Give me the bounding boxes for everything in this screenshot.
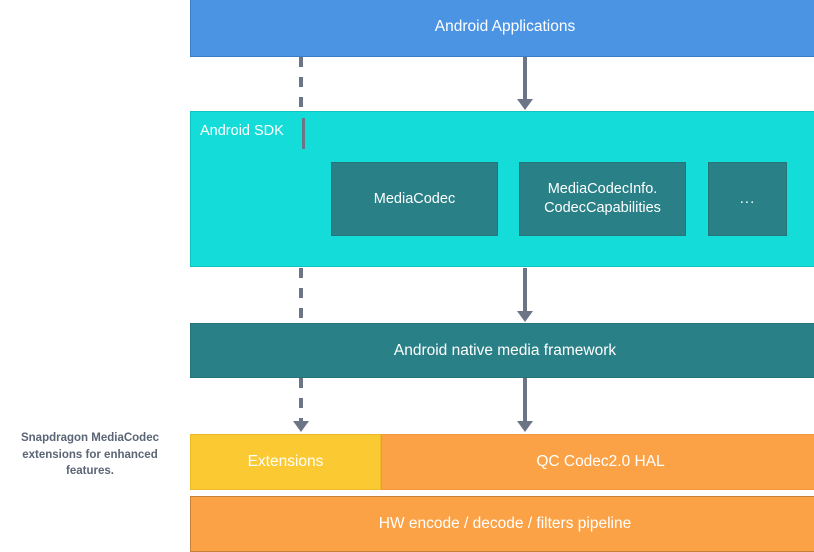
sdk-item-ellipsis: ... — [708, 162, 787, 236]
layer-qc-codec2-hal-label: QC Codec2.0 HAL — [536, 453, 665, 471]
layer-android-sdk-label: Android SDK — [200, 123, 284, 139]
connector-apps-to-extensions-arrowhead — [293, 421, 309, 432]
connector-sdk-to-native-arrowhead — [517, 311, 533, 322]
layer-extensions: Extensions — [190, 434, 381, 490]
connector-apps-to-extensions-dashed-lower — [299, 378, 303, 421]
layer-android-native-media-framework-label: Android native media framework — [393, 341, 617, 359]
connector-apps-to-sdk-line — [523, 57, 527, 102]
sdk-item-mediacodecinfo-codeccapabilities: MediaCodecInfo. CodecCapabilities — [519, 162, 686, 236]
sdk-item-mediacodec: MediaCodec — [331, 162, 498, 236]
connector-native-to-hal-line — [523, 378, 527, 422]
connector-apps-to-sdk-arrowhead — [517, 99, 533, 110]
layer-android-native-media-framework: Android native media framework — [190, 323, 814, 378]
layer-android-applications-label: Android Applications — [434, 18, 576, 36]
layer-qc-codec2-hal: QC Codec2.0 HAL — [381, 434, 814, 490]
layer-hw-pipeline: HW encode / decode / filters pipeline — [190, 496, 814, 552]
sdk-item-mediacodecinfo-codeccapabilities-label: MediaCodecInfo. CodecCapabilities — [544, 181, 661, 216]
snapdragon-extensions-caption: Snapdragon MediaCodec extensions for enh… — [20, 432, 160, 478]
sdk-item-ellipsis-label: ... — [739, 190, 756, 208]
layer-android-sdk: Android SDK MediaCodec MediaCodecInfo. C… — [190, 111, 814, 267]
connector-apps-to-extensions-dashed-upper — [299, 57, 303, 112]
sdk-item-mediacodec-label: MediaCodec — [373, 190, 456, 207]
connector-apps-to-extensions-dashed-mid — [299, 268, 303, 324]
layer-android-applications: Android Applications — [190, 0, 814, 57]
sdk-label-separator — [302, 118, 305, 149]
layer-extensions-label: Extensions — [247, 453, 324, 471]
connector-native-to-hal-arrowhead — [517, 421, 533, 432]
layer-hw-pipeline-label: HW encode / decode / filters pipeline — [378, 515, 632, 533]
connector-sdk-to-native-line — [523, 268, 527, 313]
